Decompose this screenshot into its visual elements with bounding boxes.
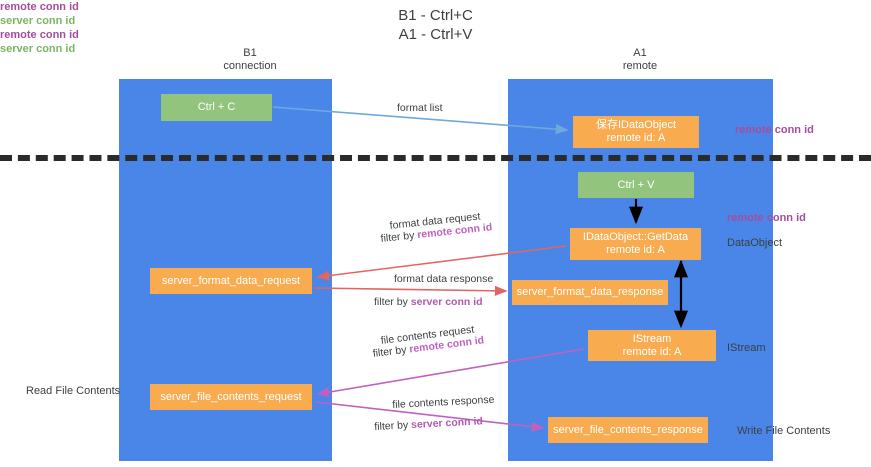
node-server-format-data-request[interactable]: server_format_data_request (150, 268, 312, 294)
edge-label-format-data-response-filter: filter by server conn id (374, 295, 483, 309)
node-server-file-contents-request[interactable]: server_file_contents_request (150, 384, 312, 410)
node-server-file-contents-response[interactable]: server_file_contents_response (548, 417, 708, 443)
annotation-istream: IStream (727, 342, 766, 354)
node-idataobject[interactable]: 保存IDataObject remote id: A (573, 116, 699, 148)
edge-label-file-contents-response: file contents response (392, 393, 495, 411)
page-title: B1 - Ctrl+C A1 - Ctrl+V (398, 7, 473, 43)
node-ctrl-v[interactable]: Ctrl + V (578, 172, 694, 198)
filter-key-server-conn-id: server conn id (410, 296, 483, 308)
annotation-remote-conn-id-mid-right: remote conn id (727, 212, 806, 224)
annotation-server-conn-id-left-bottom: server conn id (0, 43, 76, 55)
node-ctrl-c[interactable]: Ctrl + C (161, 94, 272, 121)
filter-prefix: filter by (374, 296, 411, 308)
node-istream[interactable]: IStream remote id: A (588, 330, 716, 361)
filter-prefix: filter by (374, 419, 412, 433)
annotation-dataobject: DataObject (727, 237, 783, 249)
column-header-a1: A1 remote (622, 47, 658, 72)
annotation-remote-conn-id-top-right: remote conn id (735, 124, 814, 136)
filter-prefix: filter by (372, 343, 411, 360)
annotation-left-conn-ids-top: remote conn id server conn id (0, 0, 871, 28)
annotation-remote-conn-id-left-bottom: remote conn id (0, 29, 79, 41)
annotation-remote-conn-id-left-top: remote conn id (0, 1, 79, 13)
annotation-write-file-contents: Write File Contents (737, 425, 831, 437)
annotation-server-conn-id-left-top: server conn id (0, 15, 76, 27)
edge-label-format-data-response: format data response (394, 273, 494, 285)
node-server-format-data-response[interactable]: server_format_data_response (512, 280, 668, 305)
annotation-left-conn-ids-bottom: remote conn id server conn id (0, 28, 871, 56)
edge-label-file-contents-response-filter: filter by server conn id (374, 414, 483, 434)
annotation-read-file-contents: Read File Contents (26, 385, 121, 397)
filter-key-server-conn-id: server conn id (410, 415, 484, 432)
node-idataobject-getdata[interactable]: IDataObject::GetData remote id: A (570, 228, 701, 260)
edge-label-format-list: format list (397, 102, 443, 114)
filter-prefix: filter by (380, 229, 418, 245)
phase-divider (0, 155, 871, 161)
column-header-b1: B1 connection (223, 47, 277, 72)
